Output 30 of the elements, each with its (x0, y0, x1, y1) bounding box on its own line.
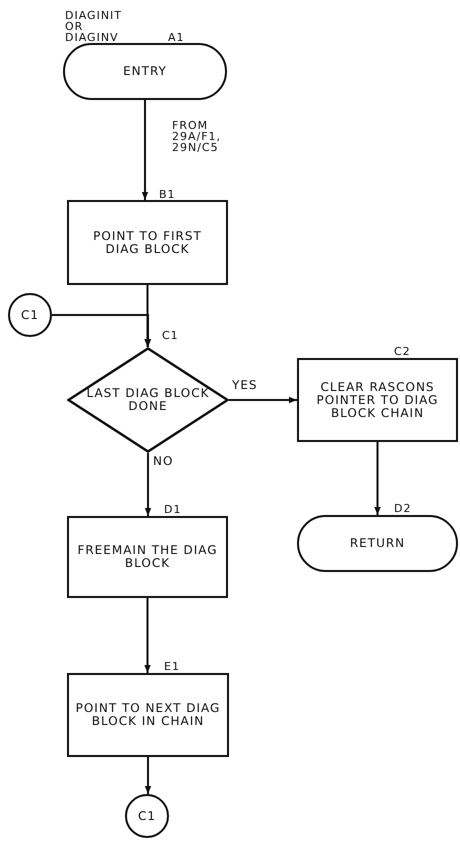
connector-circle (125, 794, 169, 838)
flow-arrow (144, 453, 152, 516)
flow-arrow (52, 314, 152, 347)
block-annotation: FROM 29A/F1, 29N/C5 (172, 120, 222, 153)
edge-label: YES (231, 379, 259, 392)
edge-label: NO (152, 455, 174, 468)
block-annotation: B1 (159, 189, 176, 200)
flow-arrow (144, 598, 151, 673)
step-text: RETURN (348, 537, 406, 550)
step-text: CLEAR RASCONS POINTER TO DIAG BLOCK CHAIN (316, 380, 440, 420)
block-annotation: D2 (394, 503, 412, 514)
block-annotation: C2 (394, 346, 411, 357)
block-annotation: A1 (168, 32, 185, 43)
block-annotation: D1 (164, 504, 182, 515)
step-text: ENTRY (122, 65, 168, 78)
step-text: POINT TO FIRST DIAG BLOCK (92, 230, 203, 256)
step-text: LAST DIAG BLOCK DONE (85, 387, 210, 413)
step-text: C1 (136, 810, 157, 822)
flow-arrow (144, 285, 151, 347)
block-annotation: C1 (162, 330, 179, 341)
flow-arrow (374, 442, 381, 515)
connector-circle (8, 293, 52, 337)
flow-arrow (142, 100, 148, 200)
step-text: FREEMAIN THE DIAG BLOCK (76, 544, 219, 570)
flow-arrow (229, 396, 297, 404)
flow-arrow (144, 757, 152, 794)
block-annotation: DIAGINIT OR DIAGINV (65, 10, 124, 43)
block-annotation: E1 (164, 661, 180, 672)
step-text: C1 (20, 308, 40, 322)
step-text: POINT TO NEXT DIAG BLOCK IN CHAIN (74, 702, 222, 728)
